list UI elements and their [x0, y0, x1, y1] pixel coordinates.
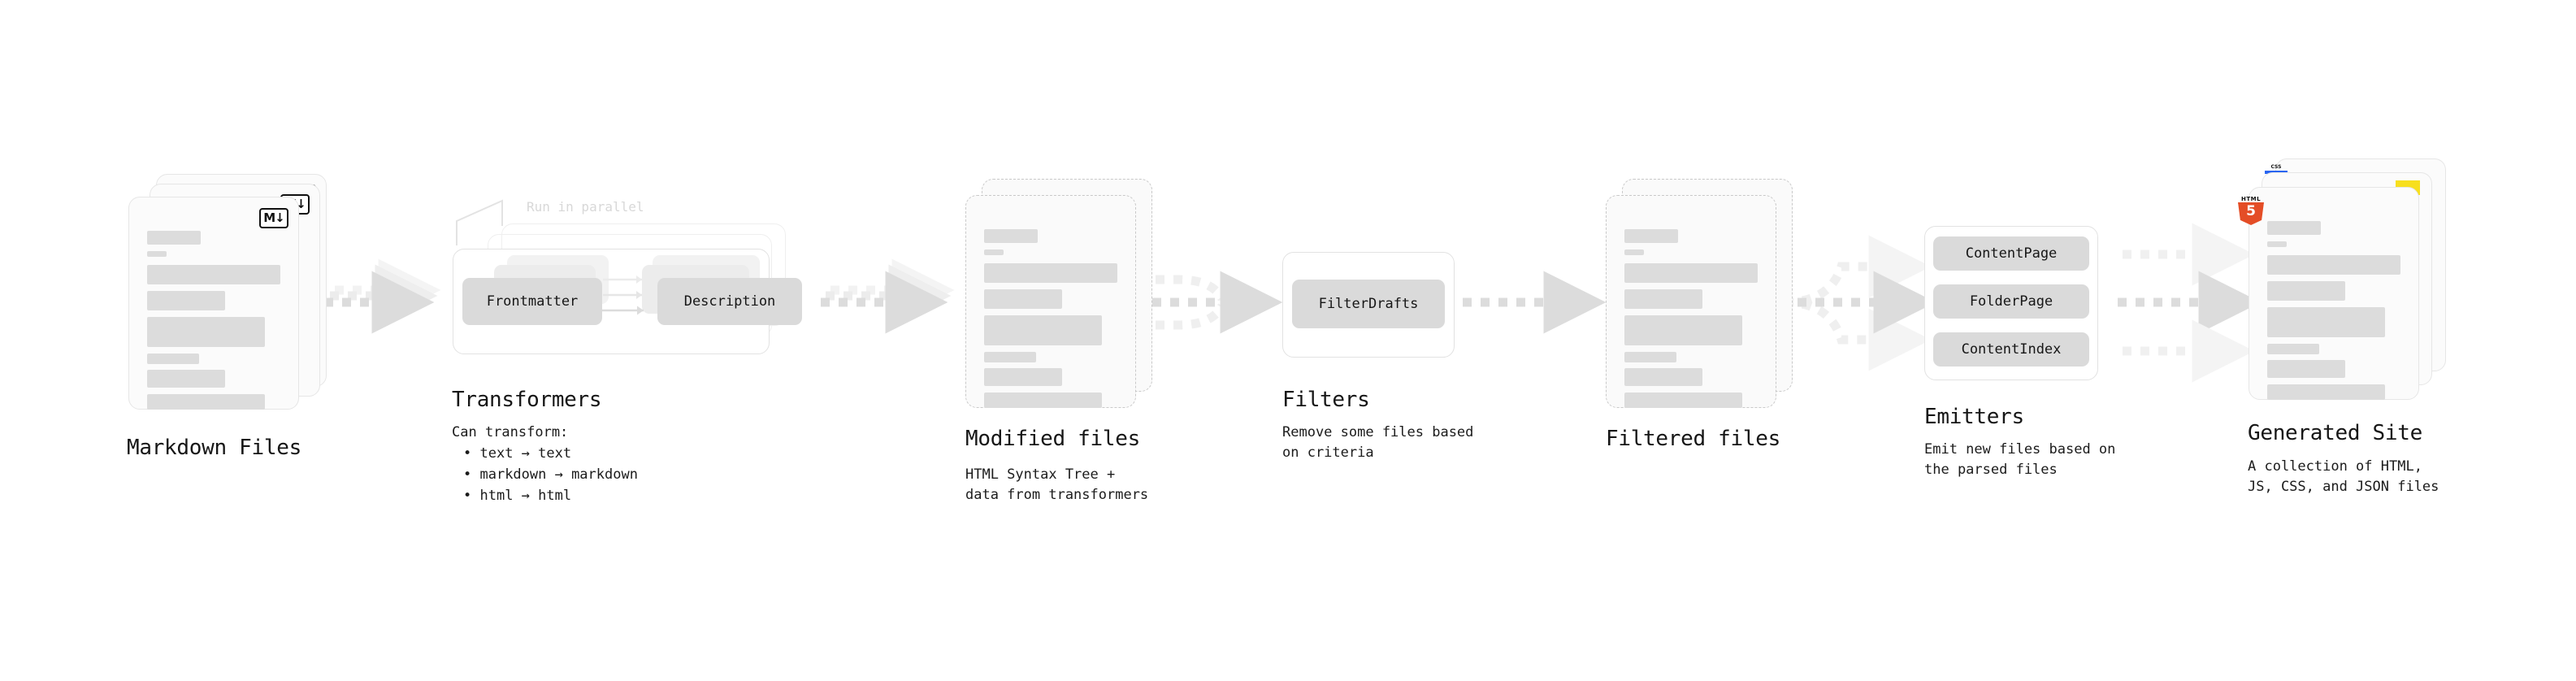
skeleton-bar — [147, 394, 265, 410]
connector-transformers-to-modified — [821, 258, 955, 334]
skeleton-bar — [2267, 384, 2385, 400]
transform-bullet-1: • markdown → markdown — [463, 466, 638, 483]
emitter-pill-contentpage[interactable]: ContentPage — [1933, 236, 2089, 271]
stage-title: Generated Site — [2248, 421, 2422, 445]
html5-badge-label: HTML — [2240, 196, 2262, 202]
connector-filtered-to-emitters — [1780, 235, 1936, 371]
emitter-pill-contentindex[interactable]: ContentIndex — [1933, 332, 2089, 367]
stage-subtitle: A collection of HTML, JS, CSS, and JSON … — [2248, 458, 2439, 495]
emitter-pill-folderpage[interactable]: FolderPage — [1933, 284, 2089, 319]
run-in-parallel-bracket — [456, 199, 503, 245]
skeleton-bar — [1624, 368, 1702, 386]
document-card-front: HTML — [2238, 187, 2419, 400]
skeleton-bar — [984, 263, 1117, 283]
skeleton-bar — [1624, 229, 1678, 243]
skeleton-bar — [147, 370, 225, 388]
skeleton-bar — [147, 317, 265, 347]
transform-bullet-text: text → text — [479, 445, 572, 462]
stage-title: Transformers — [452, 388, 602, 412]
skeleton-bar — [1624, 393, 1742, 408]
transform-bullet-0: • text → text — [463, 445, 572, 462]
stage-subtitle: Emit new files based on the parsed files — [1924, 441, 2116, 478]
skeleton-bar — [984, 289, 1062, 309]
skeleton-bar — [147, 265, 280, 284]
stage-title: Filters — [1282, 388, 1370, 412]
skeleton-bar — [984, 393, 1102, 408]
markdown-badge-icon: M↓ — [259, 208, 288, 228]
skeleton-bar — [1624, 289, 1702, 309]
skeleton-bar — [2267, 255, 2400, 275]
markdown-badge-letter: M — [263, 210, 275, 225]
skeleton-bar — [2267, 221, 2321, 235]
skeleton-bar — [2267, 241, 2287, 247]
transformer-pill-frontmatter[interactable]: Frontmatter — [462, 278, 602, 325]
document-card-front — [1606, 195, 1776, 408]
skeleton-bar — [984, 315, 1102, 345]
transformer-pill-description[interactable]: Description — [657, 278, 802, 325]
css3-badge-label: CSS — [2270, 164, 2282, 170]
stage-title: Markdown Files — [127, 436, 301, 460]
skeleton-bar — [2267, 344, 2319, 354]
filter-pill-filterdrafts[interactable]: FilterDrafts — [1292, 280, 1445, 328]
skeleton-bar — [147, 354, 199, 364]
transformer-inner-arrows — [601, 275, 644, 315]
skeleton-bar — [2267, 281, 2345, 301]
stage-subtitle: Can transform: — [452, 424, 569, 440]
skeleton-bar — [984, 249, 1004, 255]
document-card-front: M↓ — [128, 197, 299, 410]
skeleton-bar — [147, 231, 201, 245]
transform-bullet-text: html → html — [479, 488, 572, 504]
skeleton-bar — [147, 291, 225, 310]
markdown-badge-arrow: ↓ — [275, 210, 285, 225]
skeleton-bar — [1624, 263, 1758, 283]
skeleton-bar — [984, 352, 1036, 362]
run-in-parallel-label: Run in parallel — [527, 199, 644, 215]
stage-title: Emitters — [1924, 405, 2024, 429]
html5-badge-shield — [2238, 202, 2264, 225]
skeleton-bar — [2267, 360, 2345, 378]
stage-subtitle: Remove some files based on criteria — [1282, 424, 1474, 461]
document-card-front — [965, 195, 1136, 408]
stage-title: Filtered files — [1606, 427, 1780, 451]
transform-bullet-2: • html → html — [463, 488, 572, 504]
skeleton-bar — [1624, 315, 1742, 345]
stage-title: Modified files — [965, 427, 1140, 451]
skeleton-bar — [147, 251, 167, 257]
skeleton-bar — [984, 368, 1062, 386]
connector-emitters-to-site — [2118, 223, 2262, 383]
skeleton-bar — [984, 229, 1038, 243]
skeleton-bar — [2267, 307, 2385, 337]
skeleton-bar — [1624, 249, 1644, 255]
transform-bullet-text: markdown → markdown — [479, 466, 638, 483]
html5-badge-icon: HTML — [2238, 196, 2264, 225]
skeleton-bar — [1624, 352, 1676, 362]
stage-subtitle: HTML Syntax Tree + data from transformer… — [965, 466, 1149, 503]
